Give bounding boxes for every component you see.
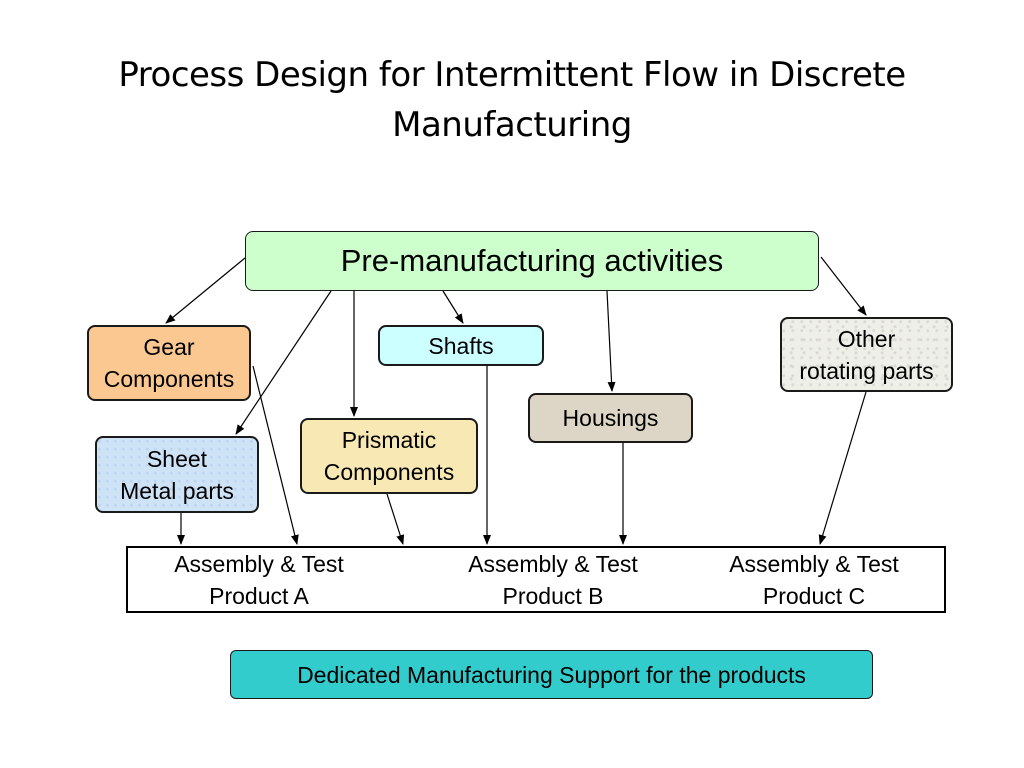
other-rotating-parts-line-1: Other <box>837 325 896 352</box>
gear-components-line-1: Gear <box>143 334 195 360</box>
sheet-metal-parts-box: Sheet Metal parts <box>95 436 259 513</box>
arrow-pre-to-gear <box>165 257 246 324</box>
arrow-other-to-assembly-c <box>818 391 867 545</box>
arrow-pre-to-other <box>820 256 867 316</box>
assembly-product-c-line-1: Assembly & Test <box>729 551 899 577</box>
prismatic-components-line-1: Prismatic <box>341 427 437 453</box>
assembly-product-a-line-1: Assembly & Test <box>174 551 344 577</box>
prismatic-components-line-2: Components <box>323 459 455 485</box>
assembly-product-a-line-2: Product A <box>209 583 309 609</box>
arrow-gear-to-assembly-a <box>252 365 299 545</box>
slide-title: Process Design for Intermittent Flow in … <box>0 50 1024 150</box>
assembly-product-b: Assembly & Test Product B <box>424 548 682 612</box>
gear-components-box: Gear Components <box>87 325 251 401</box>
arrow-pre-to-shafts <box>442 290 464 324</box>
assembly-product-b-line-1: Assembly & Test <box>468 551 638 577</box>
sheet-metal-parts-line-2: Metal parts <box>120 477 234 504</box>
pre-manufacturing-label: Pre-manufacturing activities <box>340 243 724 278</box>
shafts-label: Shafts <box>428 332 494 359</box>
housings-box: Housings <box>528 393 693 443</box>
housings-label: Housings <box>562 405 659 431</box>
assembly-product-b-line-2: Product B <box>502 583 604 609</box>
dedicated-manufacturing-support-box: Dedicated Manufacturing Support for the … <box>230 650 873 699</box>
sheet-metal-parts-line-1: Sheet <box>146 445 208 472</box>
pre-manufacturing-activities-box: Pre-manufacturing activities <box>245 231 819 291</box>
other-rotating-parts-box: Other rotating parts <box>780 317 953 392</box>
assembly-product-c-line-2: Product C <box>762 583 866 609</box>
arrow-prismatic-to-assembly-b <box>386 493 405 545</box>
arrow-pre-to-housings <box>606 290 616 392</box>
assembly-and-test-box: Assembly & Test Product A Assembly & Tes… <box>126 546 946 613</box>
shafts-box: Shafts <box>378 325 544 366</box>
prismatic-components-box: Prismatic Components <box>300 418 478 494</box>
assembly-product-a: Assembly & Test Product A <box>128 548 390 612</box>
arrow-pre-to-sheet <box>235 290 332 435</box>
dedicated-support-label: Dedicated Manufacturing Support for the … <box>297 661 806 688</box>
gear-components-line-2: Components <box>103 366 235 392</box>
slide-title-line-2: Manufacturing <box>392 105 632 145</box>
slide-title-line-1: Process Design for Intermittent Flow in … <box>118 55 906 95</box>
assembly-product-c: Assembly & Test Product C <box>688 548 940 612</box>
other-rotating-parts-line-2: rotating parts <box>799 357 934 384</box>
